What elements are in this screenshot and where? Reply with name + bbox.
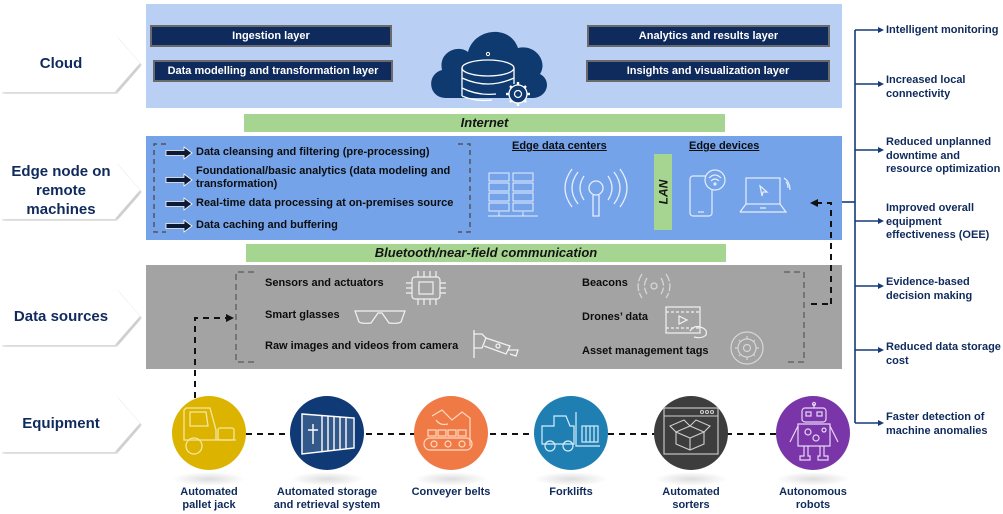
label-line-2: pallet jack [182,499,236,511]
label-line-2: robots [795,499,831,511]
edge-layer-panel [146,136,842,240]
chip-icon [406,271,446,305]
bullet-arrow-icon [165,173,193,187]
layer-label-cloud: Cloud [0,34,140,92]
benefit-reduced-downtime: Reduced unplanned downtime and resource … [886,136,1001,175]
edge-bullet-cleansing: Data cleansing and filtering (pre-proces… [196,146,430,158]
cloud-database-gear-icon [431,31,547,106]
equipment-conveyor-circle [414,396,488,470]
edge-bullet-realtime: Real-time data processing at on-premises… [196,197,454,209]
equipment-label-forklift: Forklifts [506,486,636,499]
edge-bullet-analytics: Foundational/basic analytics (data model… [196,165,451,190]
conveyor-reflection [414,472,488,486]
equipment-label-pallet-jack: Automated pallet jack [144,486,274,512]
camera-icon [473,330,519,358]
layer-label-edge-text: Edge node on remote machines [11,162,111,218]
edge-bullet-caching: Data caching and buffering [196,219,338,231]
beacon-icon [637,273,671,299]
bullet-arrow-icon [165,197,193,211]
label-line-1: Automated [180,486,238,498]
data-source-drones: Drones’ data [582,311,649,323]
forklift-reflection [534,472,608,486]
data-source-asset-tags: Asset management tags [582,345,709,357]
bullet-arrow-icon [165,219,193,233]
layer-label-data-sources: Data sources [0,287,140,345]
ingestion-layer-box: Ingestion layer [150,25,392,47]
data-source-sensors: Sensors and actuators [265,277,384,289]
data-source-camera: Raw images and videos from camera [265,340,459,352]
edge-devices-heading: Edge devices [689,140,760,152]
pallet-jack-reflection [172,472,246,486]
asrs-reflection [290,472,364,486]
robot-reflection [776,472,850,486]
label-line-2: sorters [672,499,710,511]
benefit-local-connectivity: Increased local connectivity [886,74,966,100]
laptop-signal-icon [739,177,791,213]
smartphone-wifi-icon [689,169,726,217]
internet-connection-bar: Internet [244,114,725,132]
label-line-1: Conveyer belts [411,486,491,498]
equipment-label-conveyor: Conveyer belts [386,486,516,499]
container-icon [301,413,355,455]
data-sources-dashed-brackets [235,271,805,363]
layer-label-equipment: Equipment [0,394,140,452]
data-source-smart-glasses: Smart glasses [265,309,340,321]
label-line-1: Automated storage [276,486,378,498]
benefit-intelligent-monitoring: Intelligent monitoring [886,24,999,36]
layer-label-edge: Edge node on remote machines [0,161,140,219]
benefit-oee: Improved overall equipment effectiveness… [886,202,990,241]
data-sources-panel [146,265,842,369]
equipment-label-sorter: Automated sorters [626,486,756,512]
benefit-anomaly-detection: Faster detection of machine anomalies [886,411,988,437]
equipment-label-robot: Autonomous robots [748,486,878,512]
benefit-storage-cost: Reduced data storage cost [886,341,1001,367]
gear-cycle-icon [730,331,764,365]
forklift-icon [541,412,600,452]
label-line-1: Automated [662,486,720,498]
lan-connection-bar: LAN [654,154,672,230]
analytics-results-layer-box: Analytics and results layer [587,25,830,47]
benefit-evidence-based: Evidence-based decision making [886,276,973,302]
edge-data-centers-heading: Edge data centers [512,140,607,152]
equipment-forklift-circle [534,396,608,470]
label-line-2: and retrieval system [273,499,381,511]
conveyor-icon [423,409,473,451]
glasses-icon [354,310,406,324]
robot-icon [789,401,839,461]
edge-bullets-dashed-bracket [153,143,471,233]
bullet-arrow-icon [165,146,193,160]
label-line-1: Forklifts [549,486,593,498]
server-rack-icon [488,172,538,217]
video-touch-icon [665,306,707,339]
sorter-reflection [654,472,728,486]
bluetooth-nfc-connection-bar: Bluetooth/near-field communication [246,244,726,262]
data-source-beacons: Beacons [582,277,628,289]
antenna-icon [564,168,628,217]
equipment-label-asrs: Automated storage and retrieval system [262,486,392,512]
pallet-jack-icon [183,407,236,455]
sorter-box-icon [663,407,719,455]
insights-visualization-layer-box: Insights and visualization layer [586,60,830,82]
data-modelling-layer-box: Data modelling and transformation layer [153,60,393,82]
label-line-1: Autonomous [779,486,847,498]
